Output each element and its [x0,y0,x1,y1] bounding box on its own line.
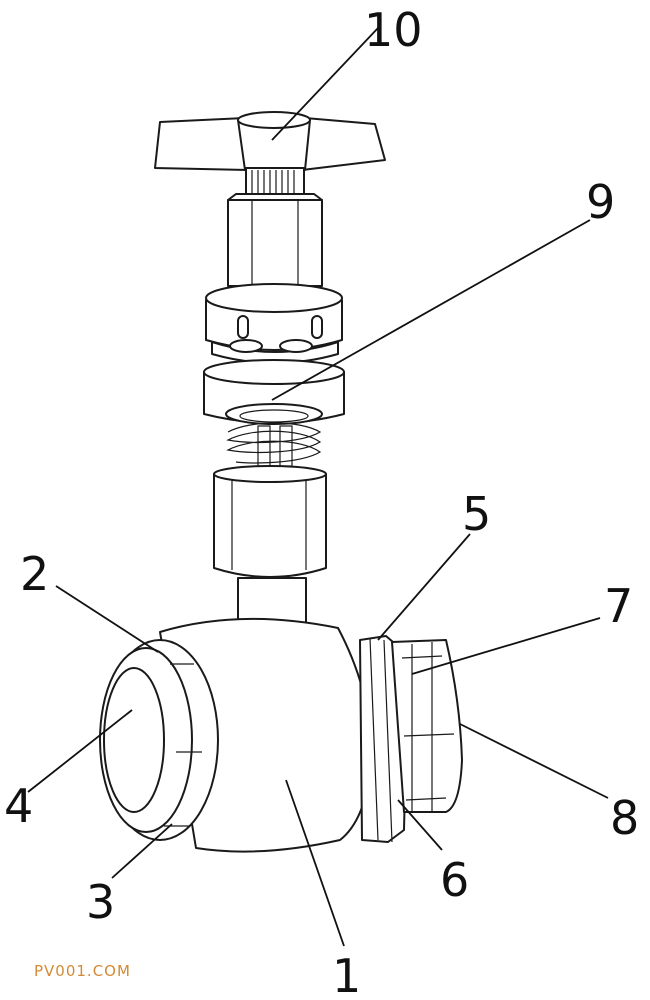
valve-body [159,617,407,853]
bonnet-nut [205,283,343,364]
leader-7 [411,617,601,675]
callout-numbers: 10 9 5 7 8 6 2 4 3 1 [4,3,639,1000]
leader-5 [377,533,471,641]
label-5: 5 [462,487,491,541]
label-10: 10 [364,3,423,57]
left-pipe-end [99,639,219,841]
leader-10 [271,27,379,141]
leader-3 [111,823,173,879]
stem [227,193,323,287]
spring [226,422,322,467]
label-4: 4 [4,779,33,833]
label-3: 3 [86,875,115,929]
leader-6 [397,799,443,851]
label-2: 2 [20,547,49,601]
leader-8 [459,723,609,799]
stem-block [213,465,327,635]
label-8: 8 [610,791,639,845]
leader-lines [27,27,609,947]
handle [154,111,386,197]
leader-1 [285,779,345,947]
right-connector [391,639,463,813]
watermark-text: PV001.COM [34,962,131,980]
leader-4 [27,709,133,793]
label-7: 7 [604,579,633,633]
leader-2 [55,585,159,653]
leader-9 [271,219,591,401]
label-1: 1 [332,949,361,1000]
label-6: 6 [440,853,469,907]
label-9: 9 [586,175,615,229]
sealing-sleeve [203,359,345,425]
